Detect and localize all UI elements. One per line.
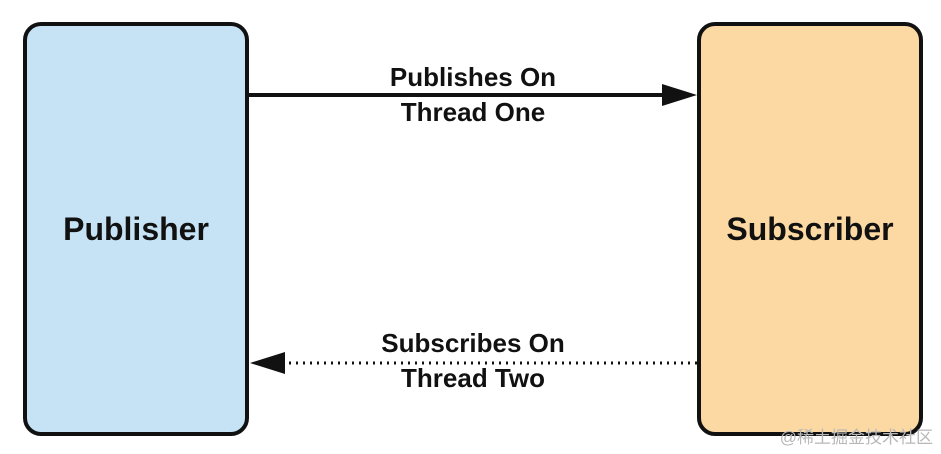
publishes-label: Publishes On Thread One: [249, 60, 697, 130]
publishes-arrow-head: [662, 84, 697, 106]
subscribes-label-line1: Subscribes On: [381, 328, 565, 358]
publishes-label-line2: Thread One: [400, 97, 546, 127]
subscribes-arrow-head: [250, 352, 285, 374]
watermark: @稀土掘金技术社区: [779, 428, 933, 447]
subscribes-label-line2: Thread Two: [401, 363, 545, 393]
subscriber-label: Subscriber: [726, 210, 894, 247]
publishes-label-line1: Publishes On: [389, 62, 557, 92]
publisher-label: Publisher: [63, 210, 209, 247]
subscribes-label: Subscribes On Thread Two: [249, 326, 697, 396]
publisher-node: Publisher: [23, 22, 249, 436]
subscriber-node: Subscriber: [697, 22, 923, 436]
